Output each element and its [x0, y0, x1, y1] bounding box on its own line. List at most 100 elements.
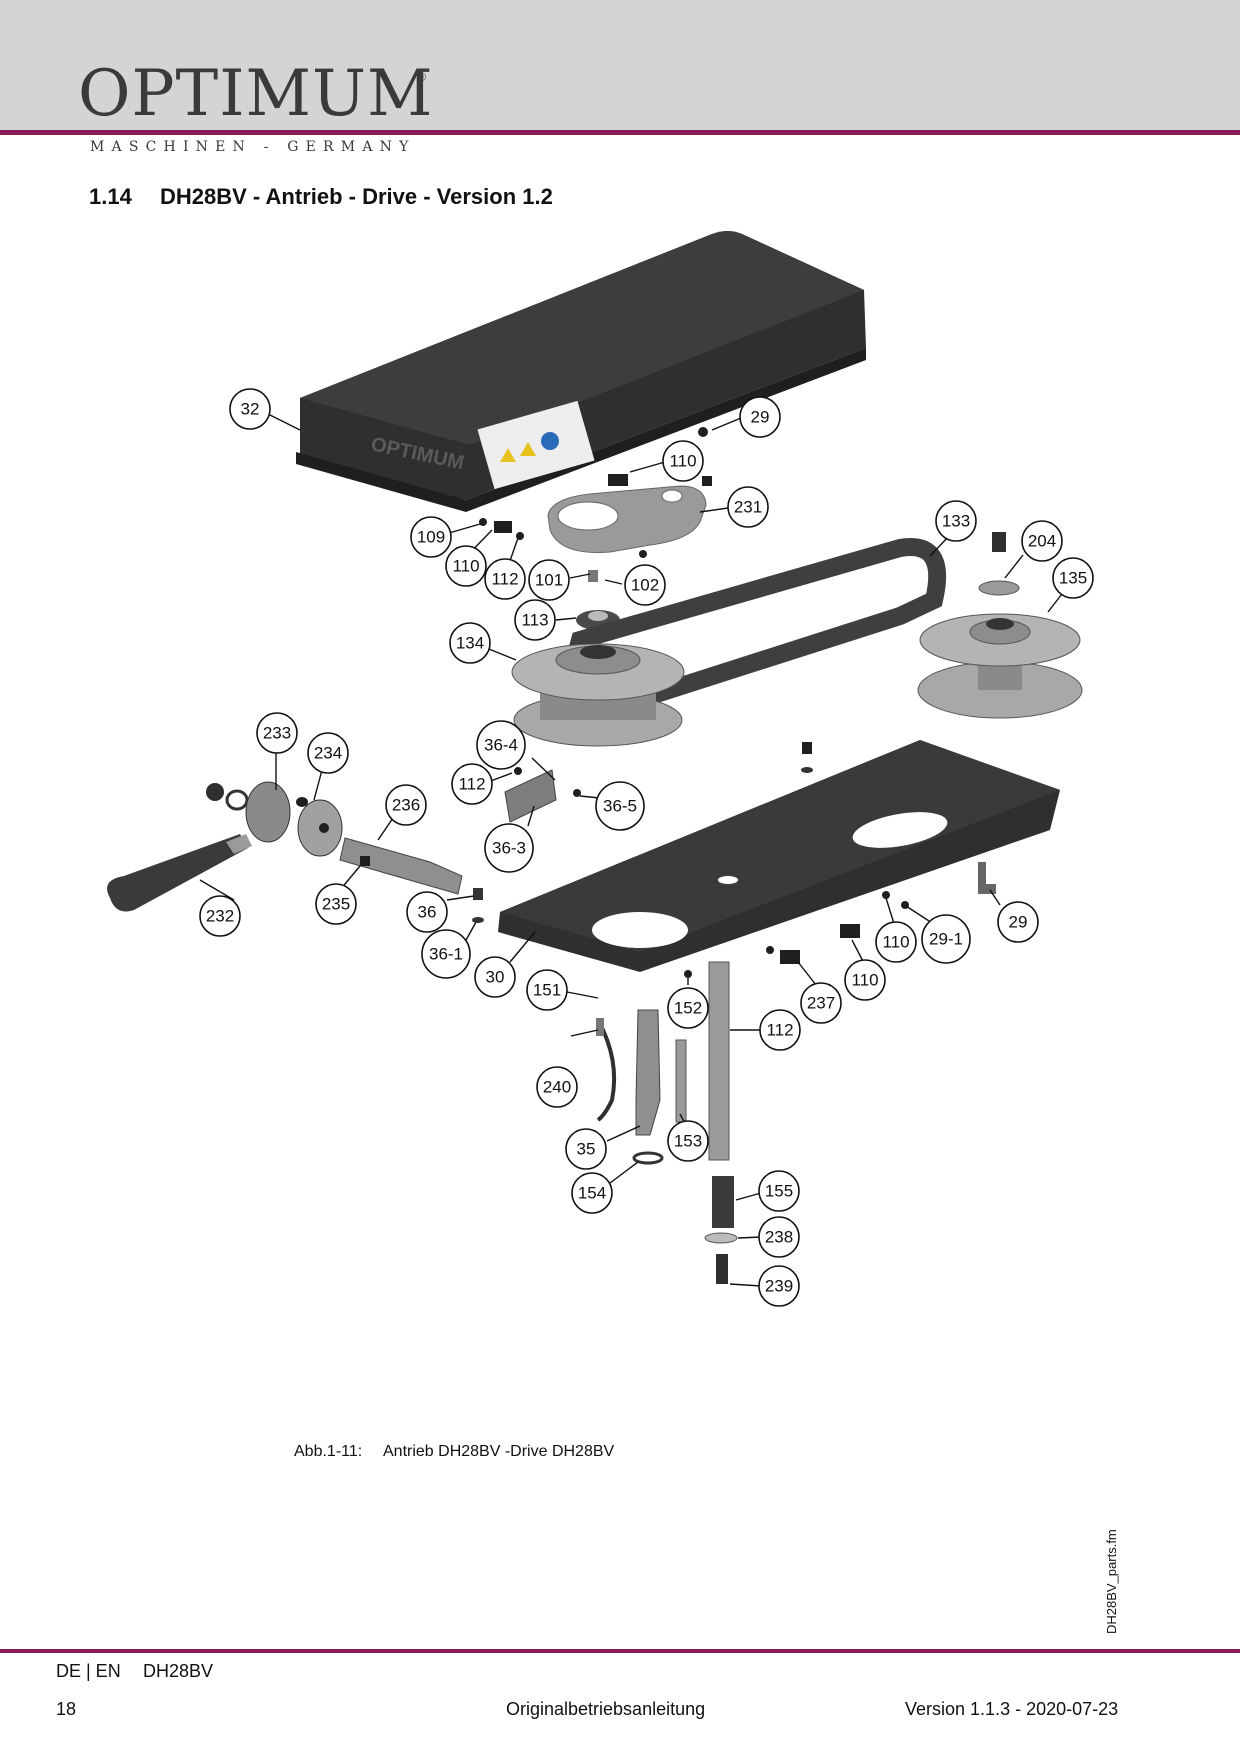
- callout-110: 110: [445, 545, 487, 587]
- callout-text: 110: [851, 971, 878, 990]
- callout-text: 231: [734, 498, 762, 517]
- callout-circle: [385, 784, 427, 826]
- callout-110: 110: [844, 959, 886, 1001]
- callout-36-5: 36-5: [595, 781, 645, 831]
- belt-cover: OPTIMUM: [296, 231, 866, 512]
- callout-text: 110: [669, 452, 696, 471]
- callout-110: 110: [875, 921, 917, 963]
- callout-30: 30: [474, 956, 516, 998]
- callout-text: 152: [674, 999, 702, 1018]
- callout-35: 35: [565, 1128, 607, 1170]
- callout-circle: [536, 1066, 578, 1108]
- callout-text: 110: [882, 933, 909, 952]
- warning-triangle-icon: [520, 442, 536, 456]
- callout-text: 155: [765, 1182, 793, 1201]
- callout-circle: [307, 732, 349, 774]
- callout-112: 112: [451, 763, 493, 805]
- callout-circle: [1052, 557, 1094, 599]
- callout-135: 135: [1052, 557, 1094, 599]
- figure-caption-text: Antrieb DH28BV -Drive DH28BV: [383, 1443, 615, 1460]
- callout-29: 29: [739, 396, 781, 438]
- callout-36: 36: [406, 891, 448, 933]
- callout-circle: [484, 823, 534, 873]
- callout-235: 235: [315, 883, 357, 925]
- callout-text: 239: [765, 1277, 793, 1296]
- spindle-pulley: [511, 643, 685, 747]
- callout-102: 102: [624, 564, 666, 606]
- callout-text: 110: [452, 557, 479, 576]
- callout-153: 153: [667, 1120, 709, 1162]
- callout-circle: [451, 763, 493, 805]
- figure-caption-label: Abb.1-11:: [294, 1443, 363, 1460]
- callout-circle: [571, 1172, 613, 1214]
- registered-mark: ®: [418, 72, 427, 84]
- callout-circle: [758, 1216, 800, 1258]
- footer-document-title: Originalbetriebsanleitung: [506, 1699, 706, 1719]
- callout-text: 151: [533, 981, 561, 1000]
- callout-circle: [199, 895, 241, 937]
- callout-text: 236: [392, 796, 420, 815]
- callout-text: 240: [543, 1078, 571, 1097]
- callout-circle: [315, 883, 357, 925]
- callout-text: 29: [751, 408, 770, 427]
- callout-112: 112: [484, 558, 526, 600]
- callout-240: 240: [536, 1066, 578, 1108]
- callout-text: 36-4: [484, 736, 518, 755]
- callout-circle: [935, 500, 977, 542]
- callout-text: 204: [1028, 532, 1056, 551]
- callout-circle: [800, 982, 842, 1024]
- brand-tagline: MASCHINEN - GERMANY: [90, 139, 416, 155]
- callout-155: 155: [758, 1170, 800, 1212]
- callout-110: 110: [662, 440, 704, 482]
- callout-234: 234: [307, 732, 349, 774]
- callout-circle: [667, 987, 709, 1029]
- callout-text: 112: [491, 570, 518, 589]
- callout-circle: [256, 712, 298, 754]
- callout-circle: [921, 914, 971, 964]
- callout-text: 235: [322, 895, 350, 914]
- callout-circle: [565, 1128, 607, 1170]
- pulley-screw: [978, 532, 1020, 596]
- warning-triangle-icon: [500, 448, 516, 462]
- section-number: 1.14: [89, 184, 132, 209]
- callout-circle: [758, 1265, 800, 1307]
- callout-text: 113: [521, 611, 548, 630]
- callout-circle: [229, 388, 271, 430]
- callout-circle: [526, 969, 568, 1011]
- callout-text: 135: [1059, 569, 1087, 588]
- callout-112: 112: [759, 1009, 801, 1051]
- page-number: 18: [56, 1699, 77, 1719]
- callout-text: 234: [314, 744, 342, 763]
- footer-language: DE | EN: [56, 1661, 121, 1681]
- motor-bracket: [547, 485, 707, 554]
- small-parts-top: [479, 427, 712, 582]
- callout-text: 232: [206, 907, 234, 926]
- callout-36-1: 36-1: [421, 929, 471, 979]
- callout-text: 29-1: [929, 930, 963, 949]
- callout-text: 32: [241, 400, 260, 419]
- callout-36-4: 36-4: [476, 720, 526, 770]
- callout-circle: [739, 396, 781, 438]
- callout-circle: [875, 921, 917, 963]
- callout-text: 133: [942, 512, 970, 531]
- callout-233: 233: [256, 712, 298, 754]
- footer-model: DH28BV: [143, 1661, 214, 1681]
- footer-version: Version 1.1.3 - 2020-07-23: [905, 1699, 1119, 1719]
- warning-label: [477, 400, 595, 490]
- callout-circle: [844, 959, 886, 1001]
- callout-text: 154: [578, 1184, 606, 1203]
- callout-29-1: 29-1: [921, 914, 971, 964]
- callout-109: 109: [410, 516, 452, 558]
- callout-text: 238: [765, 1228, 793, 1247]
- callout-text: 112: [458, 775, 485, 794]
- callout-text: 134: [456, 634, 484, 653]
- callout-circle: [727, 486, 769, 528]
- brand-logo: OPTIMUM: [78, 57, 434, 131]
- callout-circle: [997, 901, 1039, 943]
- callout-circle: [514, 599, 556, 641]
- footer-rule: [0, 1649, 1240, 1653]
- callout-29: 29: [997, 901, 1039, 943]
- callout-circle: [758, 1170, 800, 1212]
